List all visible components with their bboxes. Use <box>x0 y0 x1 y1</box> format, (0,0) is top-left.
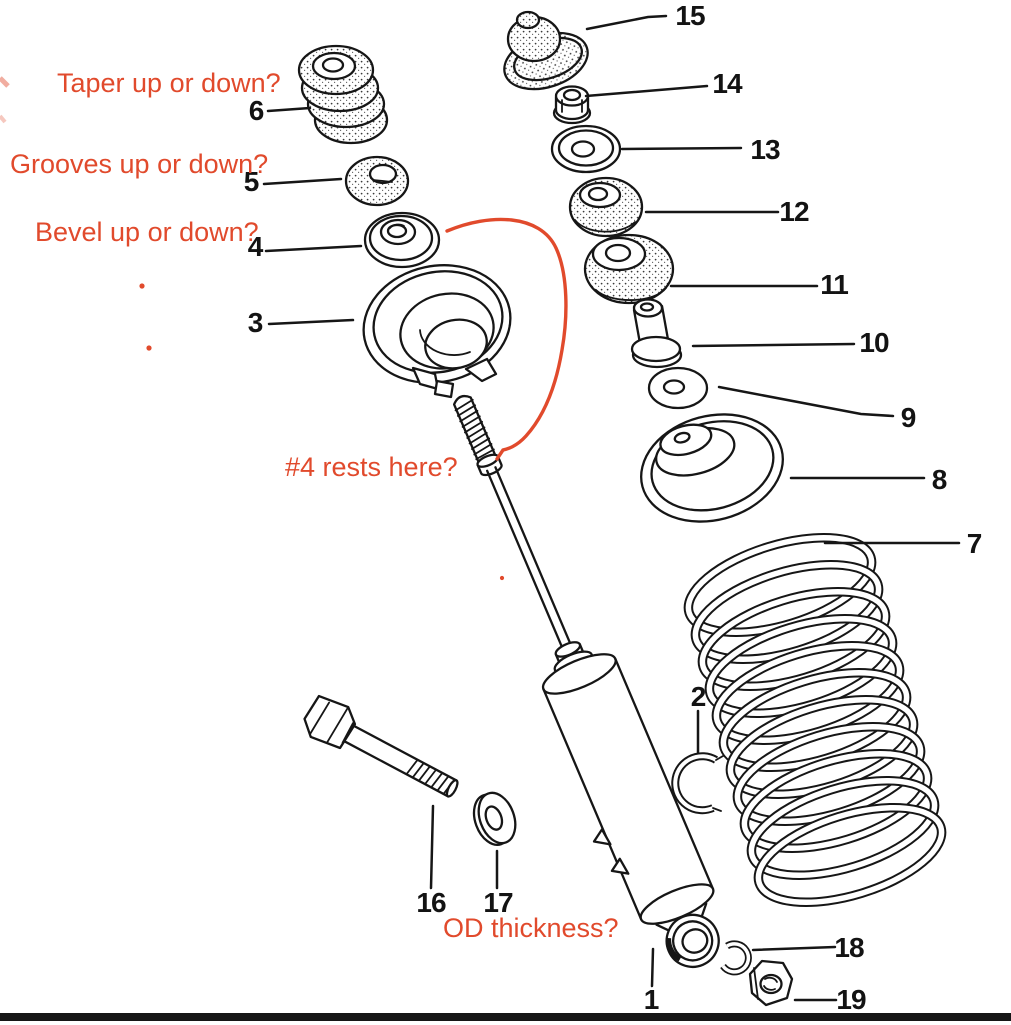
part-label-17: 17 <box>483 887 513 918</box>
red-annotation-curve <box>445 217 568 461</box>
part-label-8: 8 <box>931 464 948 495</box>
shock-absorber-drawing <box>452 394 720 969</box>
bolt-drawing <box>303 694 459 798</box>
lower-bushing-drawing <box>583 233 675 305</box>
annotation-grooves: Grooves up or down? <box>10 149 269 179</box>
part-label-11: 11 <box>820 269 849 300</box>
grooved-washer-drawing <box>344 155 410 207</box>
dished-washer-drawing <box>550 124 622 174</box>
part-label-19: 19 <box>836 984 866 1015</box>
lock-washer-drawing <box>720 940 752 976</box>
part-label-16: 16 <box>416 887 446 918</box>
part-label-12: 12 <box>779 196 809 227</box>
part-label-18: 18 <box>834 932 864 963</box>
part-label-15: 15 <box>675 0 705 31</box>
beveled-washer-drawing <box>363 211 441 269</box>
flat-washer-drawing <box>647 366 709 410</box>
part-label-1: 1 <box>643 984 660 1015</box>
bottom-border <box>0 1013 1011 1021</box>
part-label-3: 3 <box>247 307 264 338</box>
part-label-14: 14 <box>712 68 742 99</box>
lock-nut-drawing <box>552 85 592 125</box>
coil-spring-drawing <box>677 519 952 921</box>
snap-ring-drawing <box>671 752 724 815</box>
bolt-washer-drawing <box>472 791 517 846</box>
upper-spring-seat-drawing <box>362 264 512 399</box>
part-label-10: 10 <box>859 327 889 358</box>
part-label-4: 4 <box>247 231 264 262</box>
part-label-9: 9 <box>900 402 917 433</box>
annotation-taper: Taper up or down? <box>57 68 281 98</box>
cap-drawing <box>503 10 589 91</box>
bump-stop-drawing <box>297 44 389 145</box>
annotation-od-thickness: OD thickness? <box>443 913 619 943</box>
hex-nut-drawing <box>748 959 794 1007</box>
leader-lines <box>262 14 961 1002</box>
part-label-13: 13 <box>750 134 780 165</box>
red-stray-marks <box>0 76 505 581</box>
annotation-rests-here: #4 rests here? <box>285 452 458 482</box>
annotation-bevel: Bevel up or down? <box>35 217 259 247</box>
part-label-2: 2 <box>690 681 707 712</box>
part-label-6: 6 <box>248 95 265 126</box>
upper-bushing-drawing <box>568 176 644 238</box>
sleeve-spacer-drawing <box>630 298 683 369</box>
lower-spring-seat-drawing <box>640 413 784 523</box>
part-label-7: 7 <box>966 528 983 559</box>
part-label-5: 5 <box>243 166 260 197</box>
